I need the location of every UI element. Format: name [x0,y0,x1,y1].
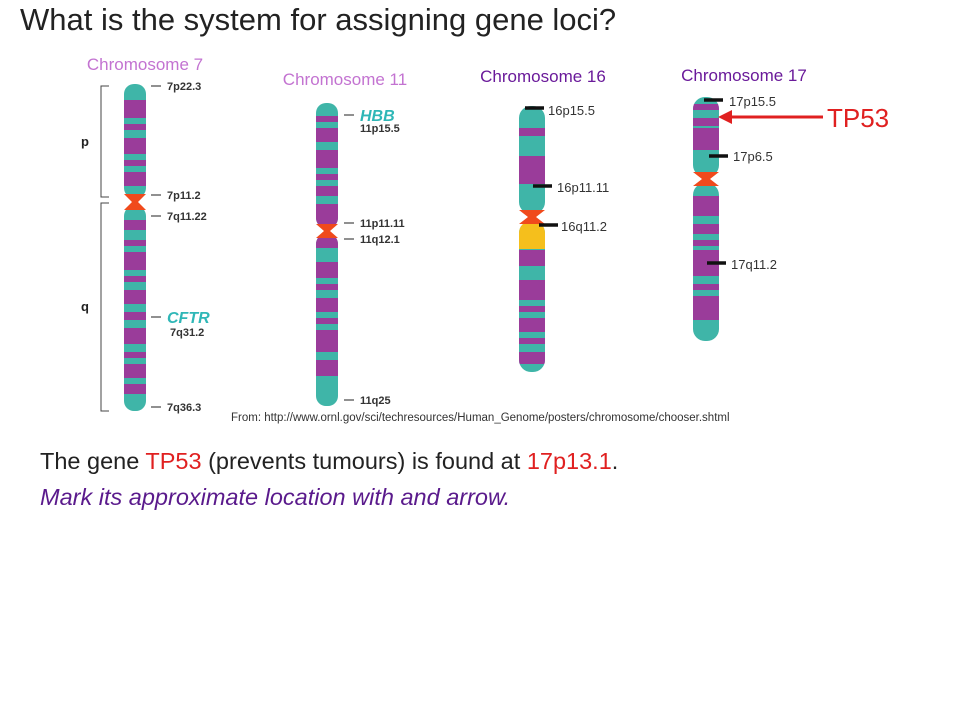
question-text: The gene TP53 (prevents tumours) is foun… [40,448,618,475]
locus-label-17p6-5: 17p6.5 [733,149,773,164]
locus-label-17p15-5: 17p15.5 [729,94,776,109]
chromosome-17-body [693,97,719,341]
chromosome-7-body [124,84,146,411]
question-text-part-2: (prevents tumours) is found at [201,448,527,474]
locus-label-16p11-11: 16p11.11 [557,180,609,195]
locus-label-7p22-3: 7p22.3 [167,81,201,93]
chromosome-7: Chromosome 7 [81,55,210,414]
locus-label-11q25: 11q25 [360,395,391,407]
chromosome-17-centromere [693,172,719,186]
locus-label-11p11-11: 11p11.11 [360,218,405,230]
locus-label-11p15-5: 11p15.5 [360,123,400,135]
chromosome-17-title: Chromosome 17 [681,66,807,85]
locus-label-7p11-2: 7p11.2 [167,190,201,202]
locus-label-11q12-1: 11q12.1 [360,234,400,246]
locus-label-7q31-2: 7q31.2 [170,327,204,339]
locus-label-16q11-2: 16q11.2 [561,219,607,234]
chromosome-16-centromere [519,210,545,224]
question-text-part-1: The gene [40,448,146,474]
gene-label-cftr: CFTR [167,310,210,327]
chromosome-11-centromere [316,224,338,238]
chromosome-11-title: Chromosome 11 [283,70,407,89]
question-text-part-3: . [611,448,619,474]
page-title: What is the system for assigning gene lo… [20,2,617,37]
gene-label-hbb: HBB [360,108,395,125]
instruction-text: Mark its approximate location with and a… [40,484,511,510]
arm-p-label: p [81,134,89,149]
gene-name-highlight: TP53 [145,448,202,474]
chromosome-7-centromere [124,194,146,210]
locus-label-16p15-5: 16p15.5 [548,103,595,118]
chromosome-diagram: Chromosome 7 [81,55,889,414]
chromosome-16-body [519,106,545,372]
gene-label-tp53: TP53 [827,103,889,133]
arm-q-label: q [81,299,89,314]
locus-label-17q11-2: 17q11.2 [731,257,777,272]
chromosome-16: Chromosome 16 16p15.5 16p11.11 [480,67,609,372]
chromosome-17: Chromosome 17 17p15.5 17p6.5 [681,66,889,341]
locus-label-7q11-22: 7q11.22 [167,211,207,223]
locus-label-7q36-3: 7q36.3 [167,402,201,414]
chromosome-11: Chromosome 11 [283,70,407,407]
chromosome-11-body [316,103,338,406]
chromosome-7-title: Chromosome 7 [87,55,203,74]
chromosome-16-title: Chromosome 16 [480,67,606,86]
source-citation: From: http://www.ornl.gov/sci/techresour… [231,412,730,424]
locus-highlight: 17p13.1 [526,448,612,474]
tp53-arrow [718,110,823,124]
